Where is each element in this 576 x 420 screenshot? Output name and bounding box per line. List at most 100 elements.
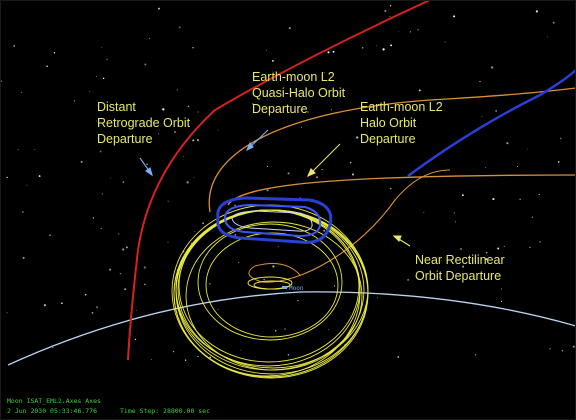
star [382,48,385,51]
star [418,89,421,92]
quasi-halo-departure-label: Earth-moon L2 Quasi-Halo Orbit Departure [252,70,346,116]
star [49,234,51,237]
star [144,283,146,286]
star [167,200,169,202]
star [389,187,392,190]
star [531,216,534,218]
moon-marker-label: Moon [289,285,304,292]
star [390,44,393,47]
star [376,297,378,299]
star [183,156,184,157]
star [323,229,326,232]
moon-proximity-loops [247,276,293,290]
star [526,148,528,150]
star [263,279,265,281]
moon-marker-dot [282,286,287,289]
star [490,66,494,69]
halo-departure-label: Earth-moon L2 Halo Orbit Departure [360,100,443,146]
star [328,329,330,331]
star [503,245,505,247]
star [217,129,219,131]
star [88,91,90,92]
star [287,354,290,356]
star [217,309,219,310]
star [552,21,555,24]
star [125,246,128,249]
star [409,31,412,33]
star [333,285,336,287]
star [100,228,102,230]
star [356,136,359,139]
star [417,28,419,31]
star [352,173,354,176]
star [240,349,242,351]
nrho-departure-loop [248,263,301,283]
star [158,7,160,10]
star [479,80,481,83]
status-frame-name: Moon ISAT_EML2.Axes Axes [7,397,101,405]
star [197,356,199,358]
star [122,248,125,251]
star [397,356,400,358]
halo-departure-path [208,87,576,213]
star [109,268,112,271]
star [453,15,456,18]
star [178,26,181,29]
star [101,46,103,48]
star [275,330,277,332]
star [13,45,15,47]
star [330,109,332,111]
star [316,176,318,178]
star [474,354,477,356]
star [192,46,194,49]
star [252,103,254,105]
star [529,246,531,248]
quasi-halo-departure-path [407,69,576,178]
star [481,116,483,117]
star [535,10,539,13]
star [361,47,364,49]
star [485,167,487,168]
star [501,288,502,290]
star [99,150,102,153]
starfield [0,4,575,361]
star [0,80,3,82]
star [266,49,268,51]
star [52,346,54,348]
star [300,108,303,111]
star [407,279,409,281]
star [485,258,488,260]
nrho-departure-label: Near Rectilinear Orbit Departure [415,253,505,283]
star [321,168,323,171]
star [158,133,160,135]
star [144,63,147,66]
star [462,265,465,268]
star [454,221,457,223]
star [101,193,103,195]
star [277,246,279,248]
moon-limb [7,291,576,366]
star [234,204,236,207]
star [186,181,189,184]
star [462,194,464,197]
star [538,193,540,196]
star [238,262,240,263]
star [332,50,335,53]
star [17,149,19,151]
star [53,52,56,54]
star [174,131,176,133]
star [96,306,99,309]
star [149,37,151,39]
status-time-step: Time Step: 28800.00 sec [120,407,211,415]
star [202,222,204,224]
star [92,217,95,219]
star [284,328,286,330]
star [118,233,120,235]
star [572,345,575,348]
star [43,304,46,307]
star [301,127,302,129]
star [34,149,36,150]
star [287,172,290,175]
